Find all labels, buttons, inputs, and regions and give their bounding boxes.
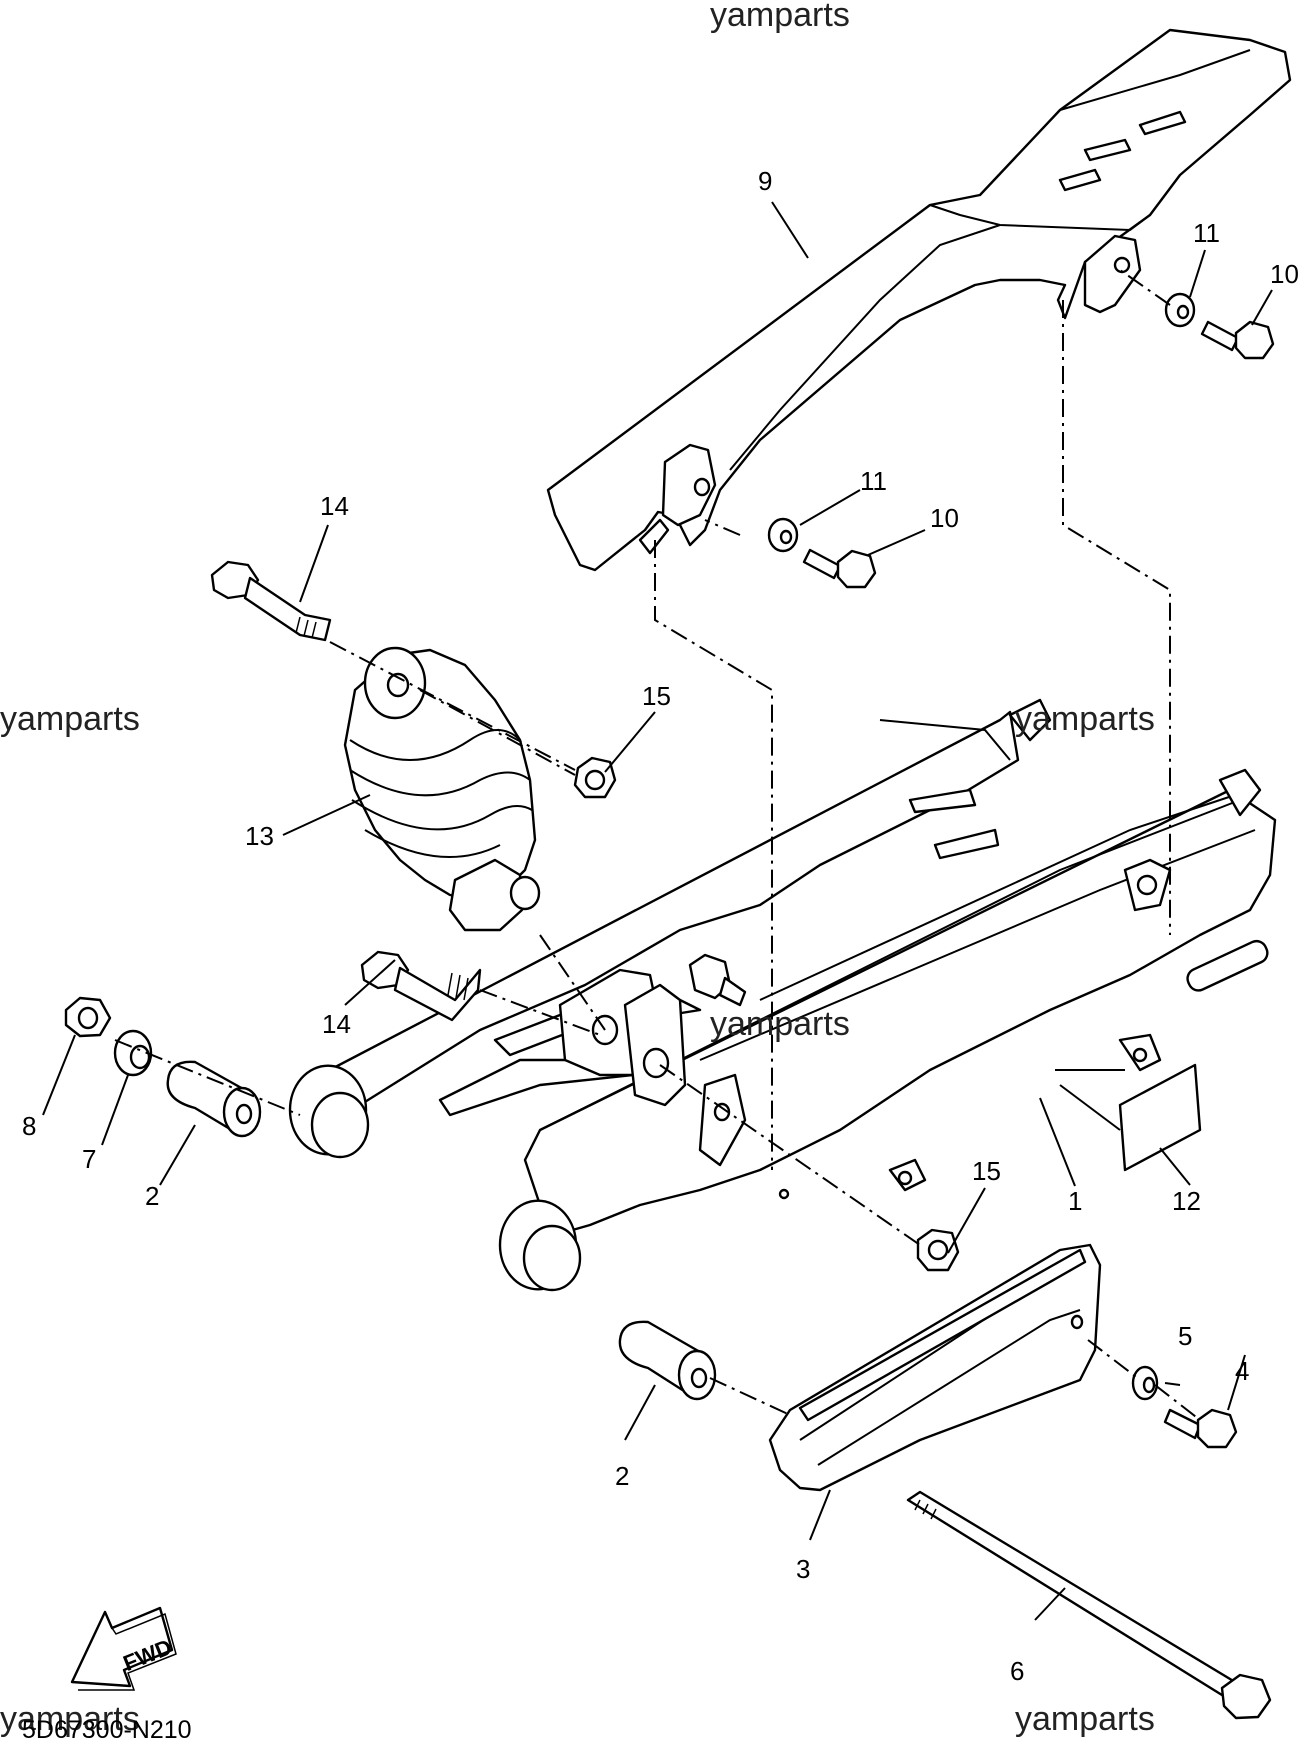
washer-7 bbox=[113, 1029, 153, 1077]
bolt-lower bbox=[360, 950, 482, 1022]
callout-10-lower: 10 bbox=[930, 503, 959, 533]
callout-14-upper: 14 bbox=[320, 491, 349, 521]
watermark-top: yamparts bbox=[710, 0, 850, 34]
callout-13: 13 bbox=[245, 821, 274, 851]
callout-2-left: 2 bbox=[145, 1181, 159, 1211]
fwd-arrow-icon: FWD bbox=[70, 1606, 177, 1691]
bushing-right bbox=[618, 1320, 717, 1401]
watermark-bottom-left: yamparts bbox=[0, 1700, 140, 1738]
bolt-collar bbox=[688, 953, 747, 1007]
assembly-lines bbox=[114, 269, 1201, 1421]
callout-3: 3 bbox=[796, 1554, 810, 1584]
callout-11-upper: 11 bbox=[1193, 218, 1220, 248]
rear-shock-absorber bbox=[343, 646, 541, 932]
callout-2-right: 2 bbox=[615, 1461, 629, 1491]
callout-12: 12 bbox=[1172, 1186, 1201, 1216]
watermark-left: yamparts bbox=[0, 700, 140, 738]
callout-15-lower: 15 bbox=[972, 1156, 1001, 1186]
watermark-bottom-right: yamparts bbox=[1015, 1700, 1155, 1738]
bolt-10-lower bbox=[802, 548, 877, 589]
washer-11-lower bbox=[767, 517, 799, 553]
watermark-center: yamparts bbox=[710, 1005, 850, 1043]
callout-8: 8 bbox=[22, 1111, 36, 1141]
callout-1: 1 bbox=[1068, 1186, 1082, 1216]
washer-5 bbox=[1131, 1365, 1159, 1401]
callout-15-upper: 15 bbox=[642, 681, 671, 711]
callout-4: 4 bbox=[1235, 1356, 1249, 1386]
callout-14-lower: 14 bbox=[322, 1009, 351, 1039]
bolt-upper bbox=[210, 560, 332, 642]
bolt-4 bbox=[1163, 1408, 1238, 1449]
bolt-10-upper bbox=[1200, 320, 1275, 360]
nut-lower bbox=[916, 1228, 960, 1272]
leader-lines bbox=[42, 201, 1273, 1621]
callout-5: 5 bbox=[1178, 1321, 1192, 1351]
callout-10-upper: 10 bbox=[1270, 259, 1299, 289]
diagram-code: 5D67300-N210 bbox=[22, 1716, 192, 1744]
callout-9: 9 bbox=[758, 166, 772, 196]
callout-6: 6 bbox=[1010, 1656, 1024, 1686]
chain-case bbox=[546, 28, 1292, 572]
chain-guide bbox=[768, 1243, 1102, 1492]
swingarm bbox=[288, 698, 1277, 1292]
watermark-right: yamparts bbox=[1015, 700, 1155, 738]
pivot-shaft bbox=[906, 1490, 1272, 1720]
callout-11-lower: 11 bbox=[860, 466, 887, 496]
nut-8 bbox=[64, 996, 112, 1038]
washer-11-upper bbox=[1164, 292, 1196, 328]
caution-label bbox=[1118, 1063, 1202, 1172]
callout-7: 7 bbox=[82, 1144, 96, 1174]
nut-upper bbox=[573, 756, 617, 799]
bushing-left bbox=[166, 1060, 262, 1138]
